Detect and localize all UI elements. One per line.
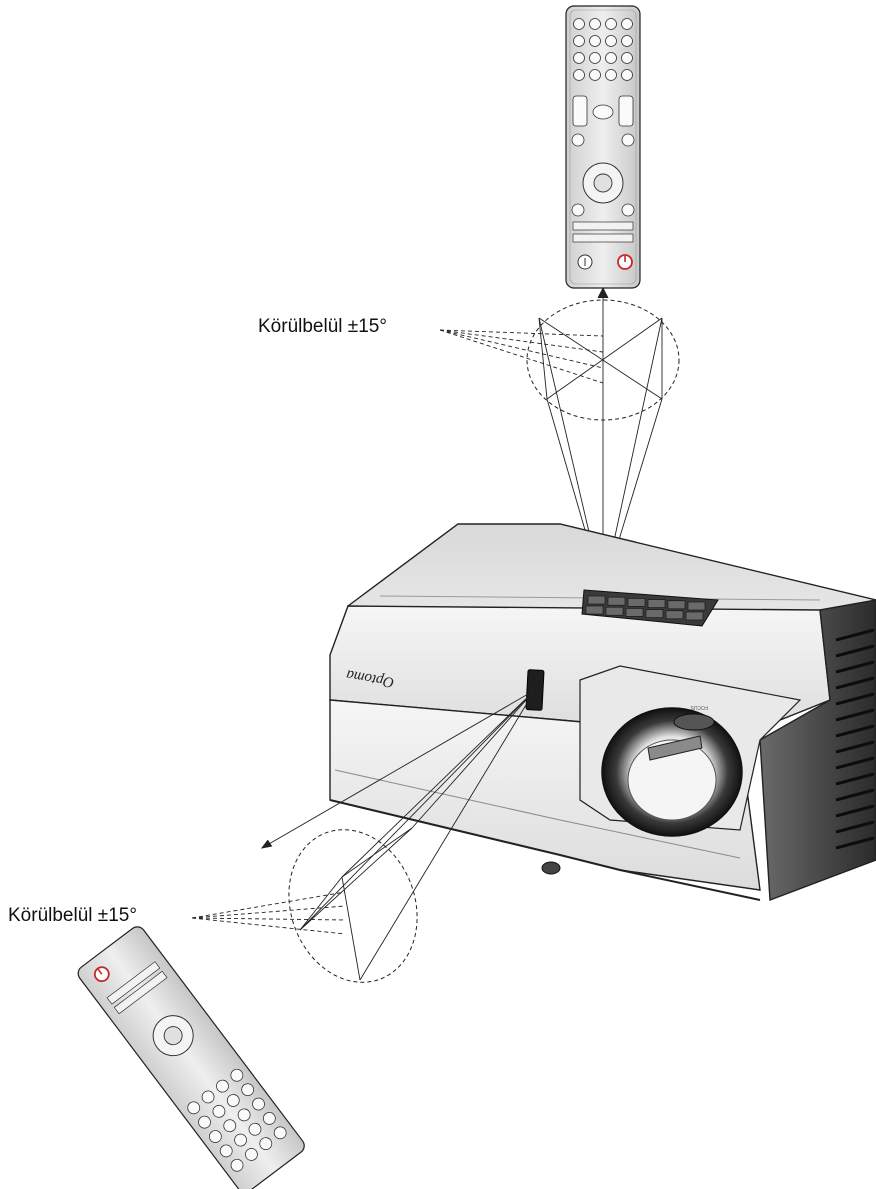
remote-button (573, 18, 585, 30)
vent-slot (835, 644, 875, 658)
vent-slot (835, 724, 875, 738)
keypad-key (685, 611, 704, 621)
remote-button (219, 1144, 233, 1158)
remote-button (262, 1112, 276, 1125)
remote-button (201, 1090, 215, 1104)
remote-button (572, 233, 634, 243)
bottom-ir-beam (260, 689, 536, 981)
remote-button (572, 221, 634, 231)
remote-button (589, 35, 601, 47)
remote-dpad (582, 162, 624, 204)
remote-button (216, 1079, 229, 1093)
vent-slot (835, 676, 875, 690)
keypad-key (605, 606, 624, 616)
remote-control-top (565, 5, 641, 289)
vent-slot (835, 660, 875, 674)
power-icon (617, 254, 633, 270)
focus-label: FOCUS (690, 704, 708, 710)
remote-button (573, 52, 585, 64)
projector: ZOOM FOCUS Optoma (329, 523, 876, 901)
remote-button (589, 52, 601, 64)
keypad-key (645, 609, 664, 618)
remote-button (571, 203, 585, 217)
remote-button (106, 961, 161, 1005)
remote-button (573, 35, 585, 47)
remote-button (198, 1115, 211, 1129)
remote-button (187, 1101, 201, 1115)
remote-button (226, 1094, 240, 1107)
bottom-angle-label: Körülbelül ±15° (8, 905, 137, 926)
remote-button (573, 69, 585, 81)
side-vent-grille (835, 628, 875, 850)
remote-button (113, 970, 168, 1015)
vent-slot (835, 836, 875, 850)
remote-control-bottom (77, 926, 305, 1189)
remote-button (605, 52, 617, 64)
remote-button-grid (106, 961, 287, 1172)
adjustable-foot (541, 861, 561, 875)
remote-button (621, 203, 635, 217)
bottom-label-leaders (191, 891, 346, 935)
vent-slot (835, 756, 875, 770)
remote-button (259, 1137, 273, 1151)
remote-volume-rocker (572, 95, 634, 127)
remote-button (621, 52, 633, 64)
vent-slot (835, 628, 875, 642)
vent-slot (835, 772, 875, 786)
remote-button (248, 1122, 262, 1136)
remote-button (212, 1104, 226, 1118)
vent-slot (835, 804, 875, 818)
keypad-key (585, 605, 604, 615)
keypad-key (627, 598, 646, 607)
keypad-key (687, 601, 706, 611)
vent-slot (835, 740, 875, 754)
remote-button (230, 1158, 244, 1172)
remote-button (208, 1130, 222, 1143)
remote-button (589, 18, 601, 30)
remote-button (230, 1068, 244, 1082)
top-angle-cone (526, 299, 680, 421)
bottom-angle-cone (288, 829, 418, 983)
top-keypad (581, 589, 719, 627)
info-icon (577, 254, 593, 270)
remote-button (273, 1126, 287, 1140)
keypad-key (607, 596, 626, 606)
remote-button (605, 69, 617, 81)
power-icon (93, 966, 110, 983)
keypad-key (647, 599, 666, 608)
remote-button (241, 1083, 255, 1097)
remote-button (223, 1119, 237, 1133)
projector-lens (601, 707, 743, 837)
remote-button (237, 1108, 251, 1122)
remote-button (589, 69, 601, 81)
remote-button (245, 1148, 258, 1161)
top-angle-label: Körülbelül ±15° (258, 316, 387, 337)
vent-slot (835, 820, 875, 834)
remote-button (571, 133, 585, 147)
zoom-label: ZOOM (691, 714, 706, 720)
remote-button (621, 35, 633, 47)
keypad-key (667, 600, 686, 610)
keypad-key (587, 595, 606, 605)
remote-button (605, 35, 617, 47)
keypad-key (625, 608, 644, 617)
vent-slot (835, 788, 875, 802)
remote-button (621, 69, 633, 81)
remote-button (252, 1097, 265, 1111)
vent-slot (835, 708, 875, 722)
keypad-key (665, 610, 684, 620)
top-label-leaders (439, 329, 604, 384)
zoom-ring (647, 713, 715, 761)
remote-button (234, 1133, 247, 1147)
remote-button (621, 133, 635, 147)
remote-button (621, 18, 633, 30)
remote-button (605, 18, 617, 30)
remote-button-grid (571, 18, 635, 243)
vent-slot (835, 692, 875, 706)
